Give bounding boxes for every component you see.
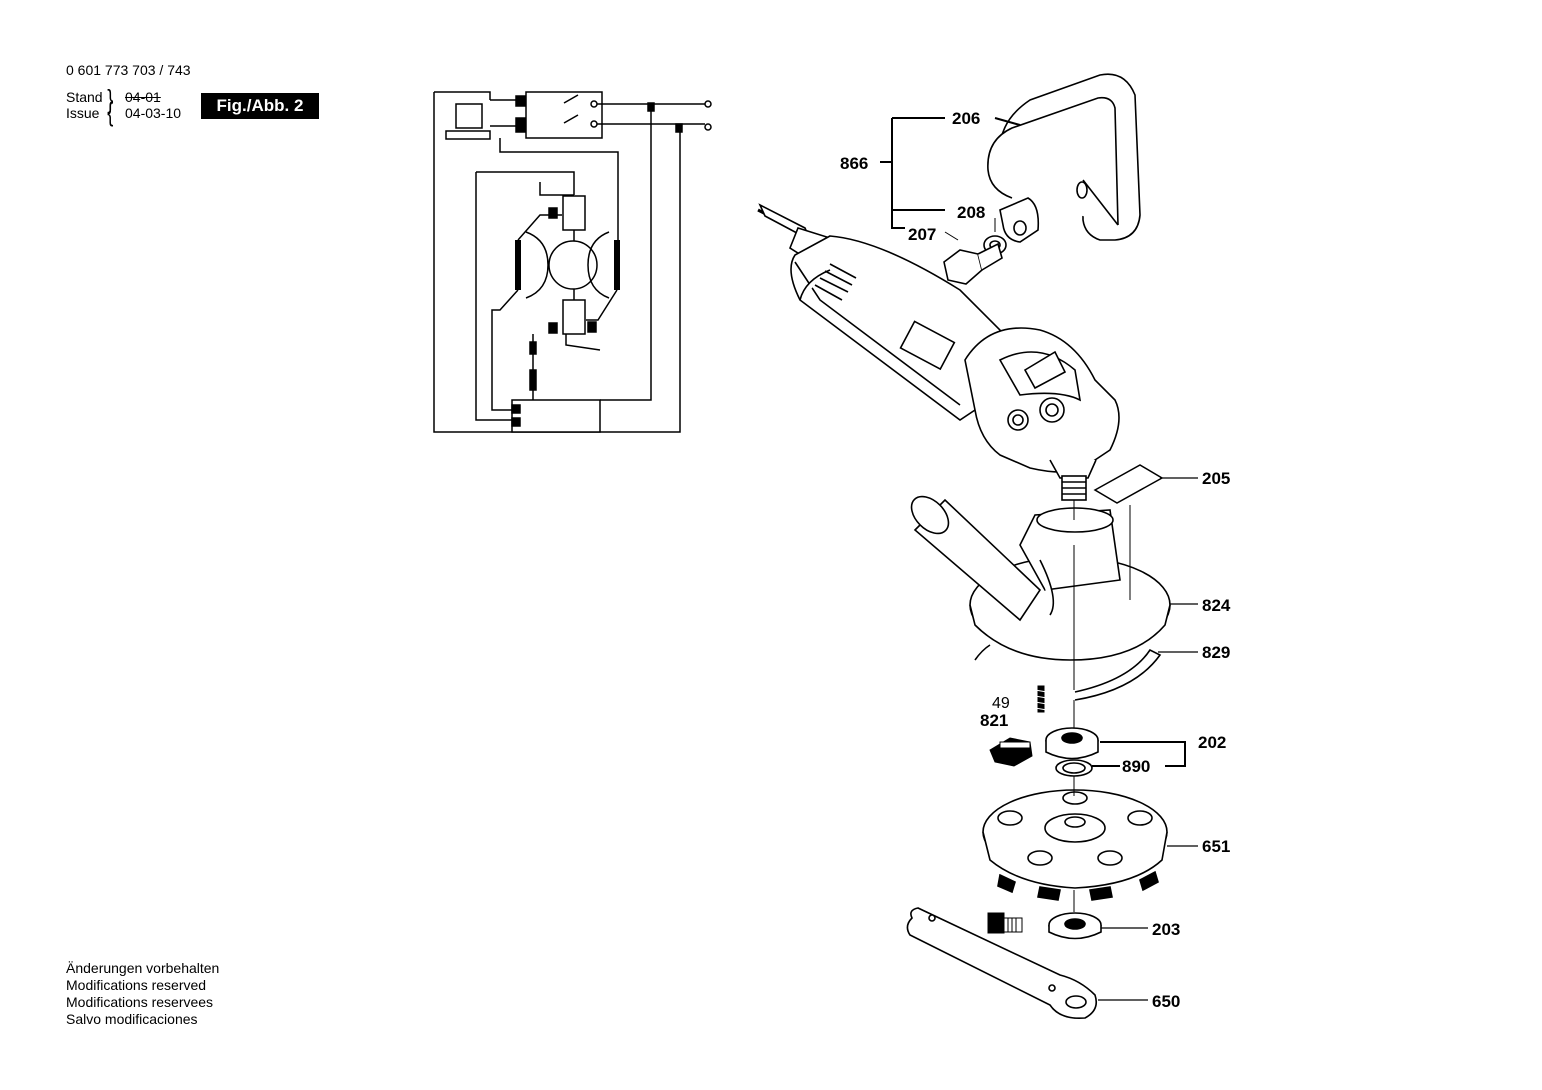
clamping-nut [1048,912,1102,940]
leader-lines [880,117,1198,1001]
callout-49: 49 [992,695,1010,712]
figure-badge: Fig./Abb. 2 [201,93,319,119]
label-sticker [1093,464,1164,504]
notice-line: Änderungen vorbehalten [66,960,220,976]
callout-207: 207 [908,225,936,244]
callout-203: 203 [1152,920,1180,939]
issue-label: Issue [66,105,100,121]
dust-guard [910,495,1171,661]
callout-651: 651 [1202,837,1230,856]
mounting-flange [1045,727,1099,777]
wiring-diagram [433,91,712,433]
callout-821: 821 [980,711,1008,730]
nut-detail-icon [987,912,1023,934]
part-number: 0 601 773 703 / 743 [66,62,191,78]
callout-829: 829 [1202,643,1230,662]
callout-205: 205 [1202,469,1230,488]
stand-label: Stand [66,89,103,105]
brace-icon: { [107,97,114,127]
notice-line: Modifications reserved [66,977,207,993]
notice-line: Salvo modificaciones [66,1011,198,1027]
pin-spanner [906,907,1098,1020]
clamping-ring [974,644,1162,701]
diamond-cup-wheel [982,789,1168,901]
callout-890: 890 [1122,757,1150,776]
notice-line: Modifications reservees [66,994,214,1010]
callout-208: 208 [957,203,985,222]
callout-824: 824 [1202,596,1231,615]
flange-detail-icon [989,737,1033,767]
stand-date: 04-01 [125,89,161,105]
modifications-notice: Änderungen vorbehalten Modifications res… [66,960,219,1028]
angle-grinder-body [757,203,1120,501]
screw [1034,685,1048,713]
issue-date: 04-03-10 [125,105,182,121]
brace-icon: } [107,84,114,114]
callout-650: 650 [1152,992,1180,1011]
callout-202: 202 [1198,733,1226,752]
auxiliary-handle [943,73,1141,285]
callout-206: 206 [952,109,980,128]
callout-866: 866 [840,154,868,173]
